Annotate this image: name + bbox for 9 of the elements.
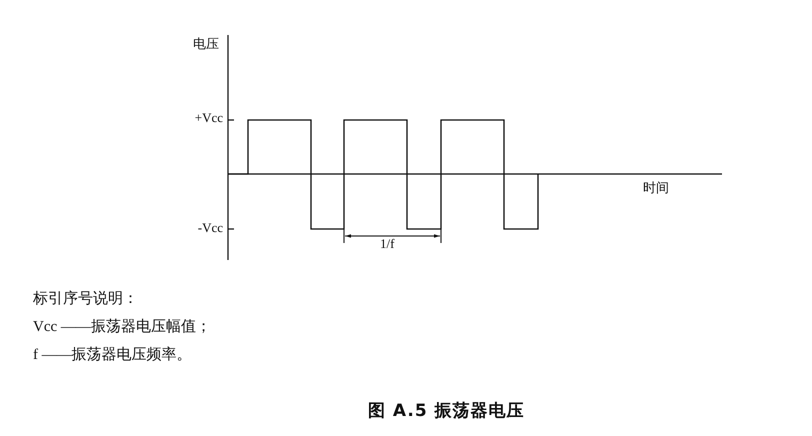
level-label: +Vcc bbox=[194, 111, 223, 124]
legend-heading: 标引序号说明： bbox=[33, 292, 138, 307]
axis-label: 电压 bbox=[193, 37, 219, 50]
dimension-label: 1/f bbox=[380, 237, 394, 250]
level-label: -Vcc bbox=[198, 221, 223, 234]
legend-note: Vcc ——振荡器电压幅值； bbox=[33, 320, 211, 335]
legend-note: f ——振荡器电压频率。 bbox=[33, 348, 192, 363]
figure-caption: 图 A.5 振荡器电压 bbox=[368, 400, 525, 422]
axis-label: 时间 bbox=[643, 181, 669, 194]
